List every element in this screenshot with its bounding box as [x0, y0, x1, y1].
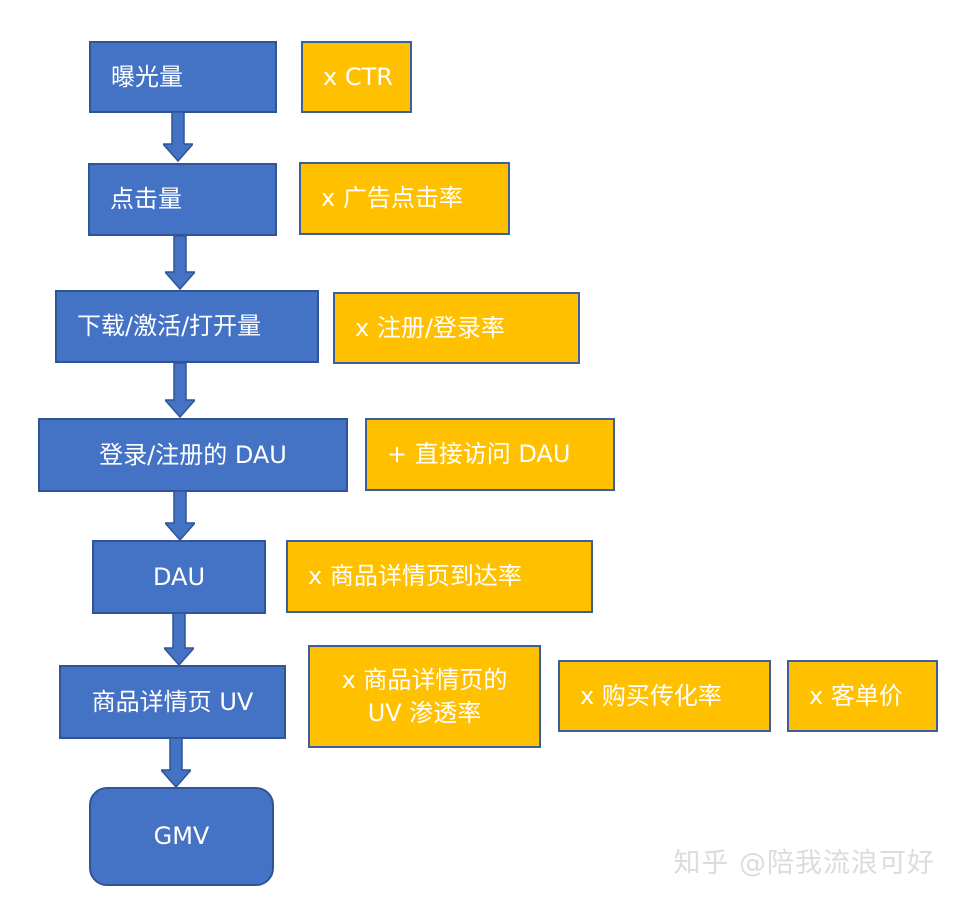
purchase-conversion-factor-box: x 购买传化率	[558, 660, 771, 732]
ad-ctr-factor-box: x 广告点击率	[299, 162, 510, 235]
down-arrow-icon	[161, 738, 191, 788]
gmv-box: GMV	[89, 787, 274, 886]
down-arrow-icon	[164, 613, 194, 666]
watermark-text: 知乎 @陪我流浪可好	[673, 848, 935, 879]
ad-ctr-factor-label: x 广告点击率	[321, 184, 463, 213]
registration-rate-factor-box: x 注册/登录率	[333, 292, 580, 364]
down-arrow-icon	[165, 491, 195, 541]
unit-price-factor-label: x 客单价	[809, 681, 903, 710]
downloads-label: 下载/激活/打开量	[77, 312, 262, 341]
ctr-factor-label: x CTR	[323, 62, 393, 91]
downloads-box: 下载/激活/打开量	[55, 290, 319, 363]
registered-dau-label: 登录/注册的 DAU	[99, 440, 287, 469]
detail-penetration-line2: UV 渗透率	[367, 698, 482, 727]
down-arrow-icon	[165, 363, 195, 418]
impressions-label: 曝光量	[111, 62, 183, 91]
direct-dau-factor-label: + 直接访问 DAU	[387, 440, 571, 469]
registration-rate-factor-label: x 注册/登录率	[355, 313, 505, 342]
detail-reach-factor-box: x 商品详情页到达率	[286, 540, 593, 613]
registered-dau-box: 登录/注册的 DAU	[38, 418, 348, 492]
clicks-label: 点击量	[110, 185, 182, 214]
detail-reach-factor-label: x 商品详情页到达率	[308, 562, 522, 591]
down-arrow-icon	[163, 112, 193, 162]
purchase-conversion-factor-label: x 购买传化率	[580, 681, 722, 710]
detail-uv-label: 商品详情页 UV	[91, 687, 254, 716]
down-arrow-icon	[165, 236, 195, 290]
dau-label: DAU	[152, 562, 206, 591]
gmv-label: GMV	[153, 822, 210, 851]
dau-box: DAU	[92, 540, 266, 614]
clicks-box: 点击量	[88, 163, 277, 236]
unit-price-factor-box: x 客单价	[787, 660, 938, 732]
ctr-factor-box: x CTR	[301, 41, 412, 113]
detail-penetration-factor-box: x 商品详情页的 UV 渗透率	[308, 645, 541, 748]
direct-dau-factor-box: + 直接访问 DAU	[365, 418, 615, 491]
detail-uv-box: 商品详情页 UV	[59, 665, 286, 739]
detail-penetration-line1: x 商品详情页的	[341, 666, 508, 695]
impressions-box: 曝光量	[89, 41, 277, 113]
